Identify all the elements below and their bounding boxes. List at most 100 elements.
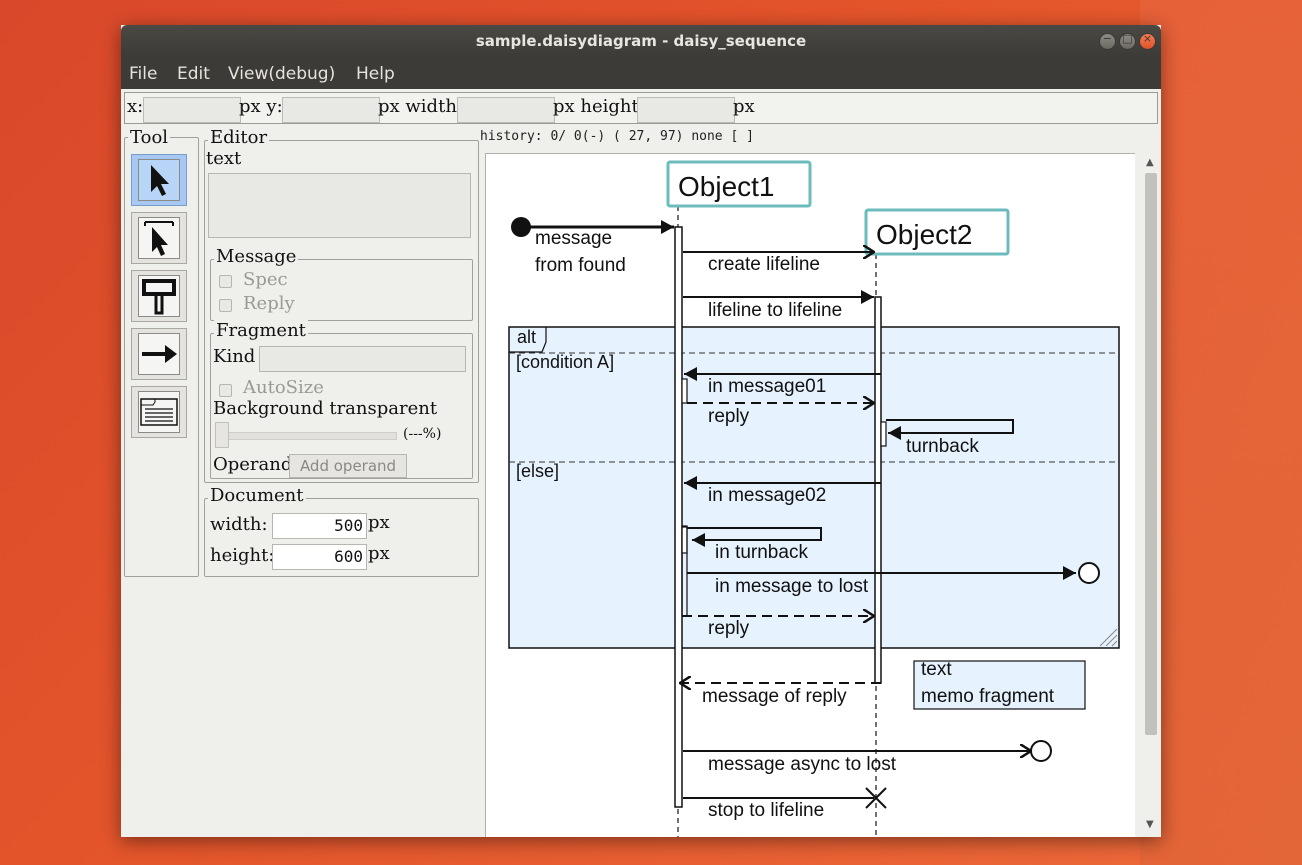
create-lifeline-label: create lifeline (708, 254, 820, 275)
fragment-icon (138, 391, 180, 433)
in-message-to-lost-label: in message to lost (715, 576, 869, 597)
tool-legend: Tool (128, 127, 171, 148)
in-turnback-arrow[interactable] (687, 527, 822, 547)
doc-height-label: height: (210, 545, 275, 566)
bg-transparent-label: Background transparent (213, 398, 438, 419)
in-turnback-activation[interactable] (681, 526, 688, 554)
height-unit: px (733, 96, 755, 117)
spec-checkbox[interactable] (219, 275, 232, 288)
async-lost-endpoint[interactable] (1030, 740, 1052, 762)
range-select-tool-button[interactable] (131, 212, 187, 264)
turnback-arrow[interactable] (886, 419, 1014, 440)
width-field[interactable] (457, 97, 555, 123)
doc-width-unit: px (368, 512, 390, 533)
menu-help[interactable]: Help (356, 64, 395, 84)
menu-file[interactable]: File (129, 64, 158, 84)
message-tool-button[interactable] (131, 328, 187, 380)
bg-transparent-value: (---%) (403, 426, 442, 442)
document-panel: Document width: 500 px height: 600 px (204, 485, 479, 577)
reply1-label: reply (708, 406, 750, 427)
y-label: px y: (239, 96, 283, 117)
memo-line1: text (921, 659, 952, 680)
width-label: px width: (378, 96, 463, 117)
msg-found-line1: message (535, 228, 612, 249)
stop-icon (865, 787, 887, 809)
in-message02-label: in message02 (708, 485, 826, 506)
object2-box[interactable] (864, 208, 1010, 256)
turnback-activation[interactable] (880, 421, 887, 447)
operand-label: Operand (213, 454, 293, 475)
right-arrow-icon (138, 333, 180, 375)
fragment-legend: Fragment (214, 320, 308, 341)
async-to-lost-label: message async to lost (708, 754, 897, 775)
x-field[interactable] (143, 97, 241, 123)
vertical-scrollbar[interactable]: ▲ ▼ (1141, 153, 1161, 837)
reply1-activation[interactable] (681, 378, 688, 404)
turnback-label: turnback (906, 436, 979, 457)
lifeline-to-lifeline-label: lifeline to lifeline (708, 300, 842, 321)
select-tool-button[interactable] (131, 154, 187, 206)
memo-fragment[interactable] (913, 660, 1086, 710)
minimize-button[interactable]: − (1099, 32, 1116, 50)
fragment-group: Fragment Kind AutoSize Background transp… (210, 320, 473, 479)
close-icon: × (1142, 32, 1153, 45)
message-of-reply-label: message of reply (702, 686, 847, 707)
object1-label: Object1 (678, 171, 775, 202)
reply-checkbox[interactable] (219, 299, 232, 312)
coordinate-bar: x: px y: px width: px height: px (124, 92, 1158, 124)
height-field[interactable] (637, 97, 735, 123)
object2-activation[interactable] (874, 296, 882, 684)
fragment-tool-button[interactable] (131, 386, 187, 438)
desktop-background (1140, 0, 1302, 865)
menu-view-debug[interactable]: View(debug) (228, 64, 336, 84)
scrollbar-thumb[interactable] (1145, 173, 1157, 735)
kind-label: Kind (213, 346, 256, 367)
kind-field[interactable] (259, 346, 466, 372)
object2-label: Object2 (876, 219, 973, 250)
autosize-checkbox[interactable] (219, 384, 232, 397)
height-label: px height: (553, 96, 645, 117)
maximize-button[interactable]: □ (1119, 32, 1136, 50)
minimize-icon: − (1102, 32, 1113, 45)
text-label: text (206, 148, 242, 169)
lifeline-icon (138, 275, 180, 317)
range-select-icon (138, 217, 180, 259)
alt-fragment[interactable] (508, 326, 1120, 649)
memo-line2: memo fragment (921, 686, 1055, 707)
lifeline-tool-button[interactable] (131, 270, 187, 322)
doc-height-input[interactable]: 600 (272, 544, 367, 570)
menu-edit[interactable]: Edit (177, 64, 210, 84)
stop-to-lifeline-label: stop to lifeline (708, 800, 824, 821)
in-turnback-label: in turnback (715, 542, 808, 563)
close-button[interactable]: × (1139, 32, 1156, 50)
text-area[interactable] (208, 173, 471, 238)
in-message01-label: in message01 (708, 376, 826, 397)
spec-label: Spec (243, 269, 288, 290)
autosize-label: AutoSize (243, 377, 324, 398)
app-window: − □ × sample.daisydiagram - daisy_sequen… (121, 25, 1161, 837)
add-operand-button[interactable]: Add operand (289, 454, 407, 478)
window-title: sample.daisydiagram - daisy_sequence (475, 32, 807, 50)
maximize-icon: □ (1122, 32, 1133, 45)
diagram-canvas[interactable]: alt [condition A] [else] Object1 Object2… (485, 153, 1135, 837)
reply2-label: reply (708, 618, 750, 639)
object1-activation[interactable] (674, 226, 683, 808)
y-field[interactable] (282, 97, 380, 123)
object1-box[interactable] (666, 160, 812, 208)
arrow-select-icon (138, 159, 180, 201)
editor-legend: Editor (208, 127, 270, 148)
history-status: history: 0/ 0(-) ( 27, 97) none [ ] (480, 129, 754, 144)
message-legend: Message (214, 246, 299, 267)
msg-found-line2: from found (535, 255, 626, 276)
tool-panel: Tool (124, 127, 199, 577)
scroll-up-icon[interactable]: ▲ (1146, 157, 1154, 168)
x-label: x: (127, 96, 144, 117)
scroll-down-icon[interactable]: ▼ (1146, 819, 1154, 830)
doc-width-input[interactable]: 500 (272, 513, 367, 539)
reply-label: Reply (243, 293, 295, 314)
bg-transparent-slider-track[interactable] (225, 432, 397, 440)
bg-transparent-slider-handle[interactable] (215, 422, 229, 448)
menu-bar: File Edit View(debug) Help (121, 57, 1161, 89)
lost-message-endpoint[interactable] (1078, 562, 1100, 584)
document-legend: Document (208, 485, 306, 506)
